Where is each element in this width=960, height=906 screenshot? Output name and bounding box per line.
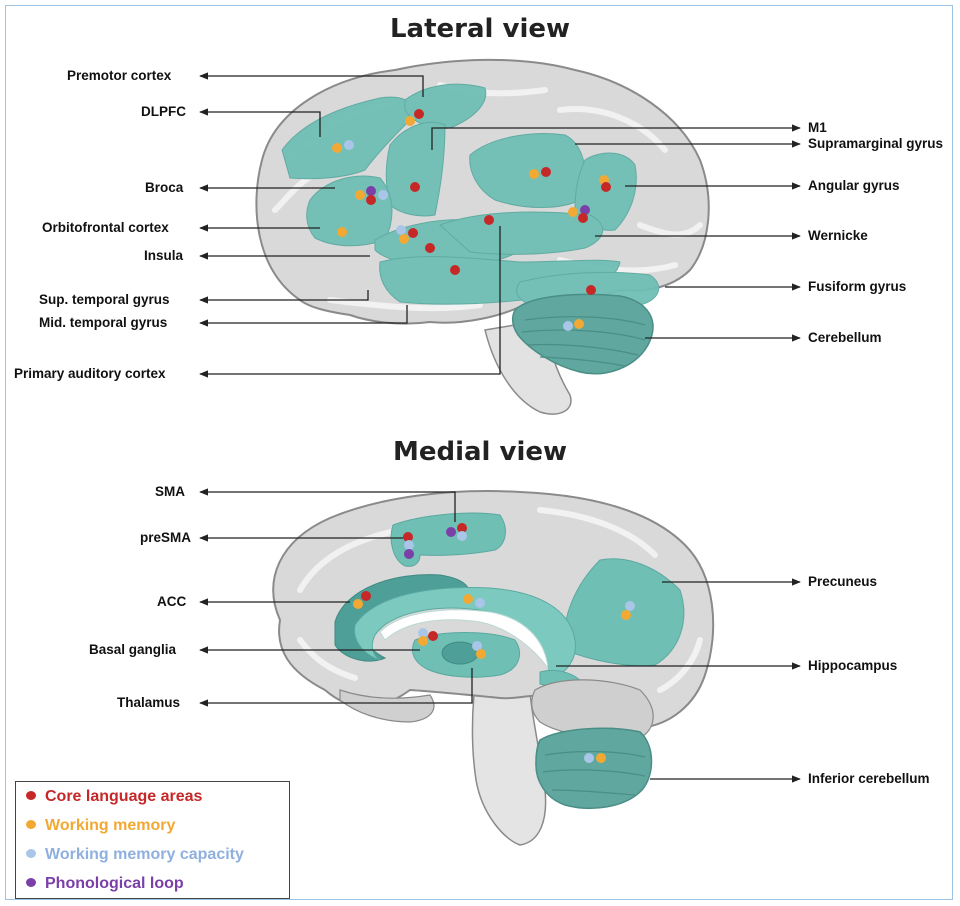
dot-wm xyxy=(418,636,428,646)
legend-dot-working-memory xyxy=(26,820,36,829)
dot-pl xyxy=(404,549,414,559)
label-fusiform-gyrus: Fusiform gyrus xyxy=(808,279,906,295)
dot-wmc xyxy=(584,753,594,763)
label-hippocampus: Hippocampus xyxy=(808,658,897,674)
dot-core xyxy=(450,265,460,275)
legend-dot-wm-capacity xyxy=(26,849,36,858)
label-inferior-cerebellum: Inferior cerebellum xyxy=(808,771,930,787)
label-m1: M1 xyxy=(808,120,827,136)
label-presma: preSMA xyxy=(140,530,191,546)
label-sup-temporal-gyrus: Sup. temporal gyrus xyxy=(39,292,170,308)
dot-wm xyxy=(574,319,584,329)
dot-wm xyxy=(568,207,578,217)
dot-wmc xyxy=(344,140,354,150)
dot-core xyxy=(601,182,611,192)
dot-core xyxy=(586,285,596,295)
label-precuneus: Precuneus xyxy=(808,574,877,590)
dot-wm xyxy=(405,116,415,126)
legend-item-working-memory: Working memory xyxy=(26,817,175,835)
dot-wm xyxy=(596,753,606,763)
label-cerebellum: Cerebellum xyxy=(808,330,882,346)
label-thalamus: Thalamus xyxy=(117,695,180,711)
legend-label-core-language: Core language areas xyxy=(45,788,202,805)
dot-core xyxy=(410,182,420,192)
label-acc: ACC xyxy=(157,594,186,610)
legend: Core language areas Working memory Worki… xyxy=(15,781,290,899)
dot-core xyxy=(366,195,376,205)
legend-dot-phonological-loop xyxy=(26,878,36,887)
dot-wm xyxy=(463,594,473,604)
legend-label-working-memory: Working memory xyxy=(45,817,175,834)
dot-wm xyxy=(337,227,347,237)
dot-core xyxy=(541,167,551,177)
dot-wm xyxy=(332,143,342,153)
dot-core xyxy=(484,215,494,225)
label-basal-ganglia: Basal ganglia xyxy=(89,642,176,658)
dot-core xyxy=(425,243,435,253)
dot-wmc xyxy=(396,225,406,235)
dot-pl xyxy=(366,186,376,196)
dot-wmc xyxy=(625,601,635,611)
dot-wmc xyxy=(378,190,388,200)
dot-core xyxy=(428,631,438,641)
label-angular-gyrus: Angular gyrus xyxy=(808,178,900,194)
legend-item-core-language: Core language areas xyxy=(26,788,202,806)
label-orbitofrontal-cortex: Orbitofrontal cortex xyxy=(42,220,169,236)
legend-item-wm-capacity: Working memory capacity xyxy=(26,846,244,864)
dot-wmc xyxy=(475,598,485,608)
dot-core xyxy=(414,109,424,119)
label-sma: SMA xyxy=(155,484,185,500)
dot-wmc xyxy=(404,540,414,550)
label-mid-temporal-gyrus: Mid. temporal gyrus xyxy=(39,315,167,331)
label-broca: Broca xyxy=(145,180,183,196)
medial-brain xyxy=(273,491,713,845)
dot-wm xyxy=(355,190,365,200)
dot-core xyxy=(361,591,371,601)
dot-wmc xyxy=(457,531,467,541)
label-wernicke: Wernicke xyxy=(808,228,868,244)
dot-wm xyxy=(621,610,631,620)
region-inferior-cerebellum xyxy=(536,728,652,808)
lateral-brain xyxy=(256,60,708,414)
legend-label-wm-capacity: Working memory capacity xyxy=(45,846,244,863)
label-premotor-cortex: Premotor cortex xyxy=(67,68,171,84)
dot-wm xyxy=(476,649,486,659)
dot-pl xyxy=(446,527,456,537)
label-primary-auditory-cortex: Primary auditory cortex xyxy=(14,366,166,382)
label-supramarginal-gyrus: Supramarginal gyrus xyxy=(808,136,943,152)
legend-label-phonological-loop: Phonological loop xyxy=(45,875,184,892)
legend-dot-core-language xyxy=(26,791,36,800)
dot-wm xyxy=(353,599,363,609)
dot-wmc xyxy=(563,321,573,331)
legend-item-phonological-loop: Phonological loop xyxy=(26,875,184,893)
label-insula: Insula xyxy=(144,248,183,264)
dot-core xyxy=(578,213,588,223)
dot-wm xyxy=(529,169,539,179)
dot-wm xyxy=(399,234,409,244)
dot-core xyxy=(408,228,418,238)
label-dlpfc: DLPFC xyxy=(141,104,186,120)
